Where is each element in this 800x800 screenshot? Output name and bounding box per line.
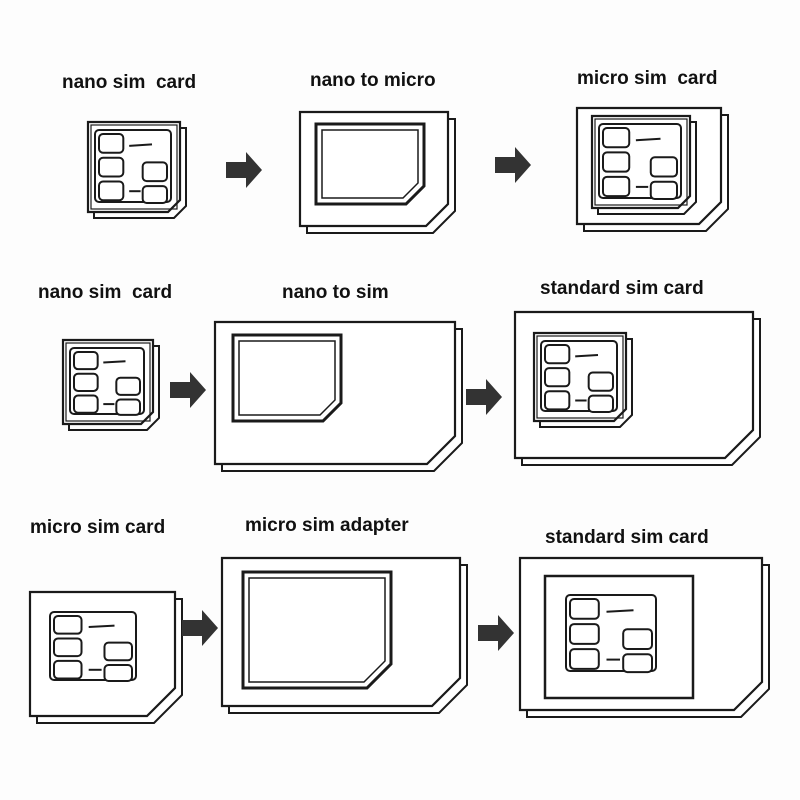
arrow-icon: [478, 615, 514, 651]
label-micro-sim-card: micro sim card: [30, 517, 166, 538]
adapter-window-inner: [321, 129, 419, 199]
adapter-window-inner: [248, 577, 386, 683]
chip-contact: [622, 628, 654, 650]
chip-contact: [53, 659, 83, 680]
chip-contact: [115, 398, 141, 416]
chip-contact: [649, 180, 679, 201]
inserted-nano-border: [536, 335, 624, 419]
chip-contact: [98, 133, 125, 154]
adapter-window: [314, 122, 426, 206]
chip-contact: [98, 180, 125, 202]
arrow-icon: [170, 372, 206, 408]
chip-contact: [73, 372, 99, 392]
chip-line: [635, 137, 661, 142]
label-micro-sim-adapter: micro sim adapter: [245, 515, 409, 536]
chip-contact: [103, 664, 134, 682]
inserted-micro-border: [543, 574, 695, 700]
chip-line: [88, 624, 115, 628]
chip-contact: [115, 376, 141, 396]
label-standard-sim-card: standard sim card: [540, 278, 704, 299]
chip-contact: [569, 648, 600, 670]
chip-contact: [53, 615, 83, 635]
chip-contact: [587, 371, 614, 392]
chip-line: [606, 609, 634, 613]
chip-contact: [544, 367, 571, 388]
arrow-icon: [466, 379, 502, 415]
chip-contact: [587, 394, 614, 413]
chip-contact: [544, 390, 571, 411]
adapter-window: [231, 333, 343, 423]
chip-contact: [53, 637, 83, 658]
chip-line: [129, 143, 153, 147]
nano-sim-card-border: [65, 342, 151, 422]
chip-contact: [602, 127, 631, 149]
chip-contact: [103, 641, 134, 662]
chip-contact: [73, 394, 99, 414]
chip-line: [575, 354, 599, 358]
inserted-nano-border: [594, 118, 688, 206]
chip-contact: [649, 156, 679, 178]
chip-contact: [98, 156, 125, 178]
label-micro-sim-card: micro sim card: [577, 68, 718, 89]
label-nano-sim-card: nano sim card: [62, 72, 197, 93]
label-nano-to-sim: nano to sim: [282, 282, 389, 303]
chip-contact: [73, 351, 99, 371]
chip-contact: [602, 151, 631, 173]
chip-line: [103, 360, 126, 364]
chip-contact: [141, 185, 168, 205]
adapter-window: [241, 570, 393, 690]
chip-contact: [544, 344, 571, 365]
arrow-icon: [226, 152, 262, 188]
label-nano-to-micro: nano to micro: [310, 70, 436, 91]
label-standard-sim-card: standard sim card: [545, 527, 709, 548]
arrow-icon: [182, 610, 218, 646]
chip-contact: [622, 653, 654, 674]
chip-contact: [602, 175, 631, 198]
chip-contact: [141, 161, 168, 183]
nano-sim-card-border: [90, 124, 178, 210]
adapter-window-inner: [238, 340, 336, 416]
label-nano-sim-card: nano sim card: [38, 282, 173, 303]
chip-contact: [569, 623, 600, 645]
chip-contact: [569, 598, 600, 620]
arrow-icon: [495, 147, 531, 183]
